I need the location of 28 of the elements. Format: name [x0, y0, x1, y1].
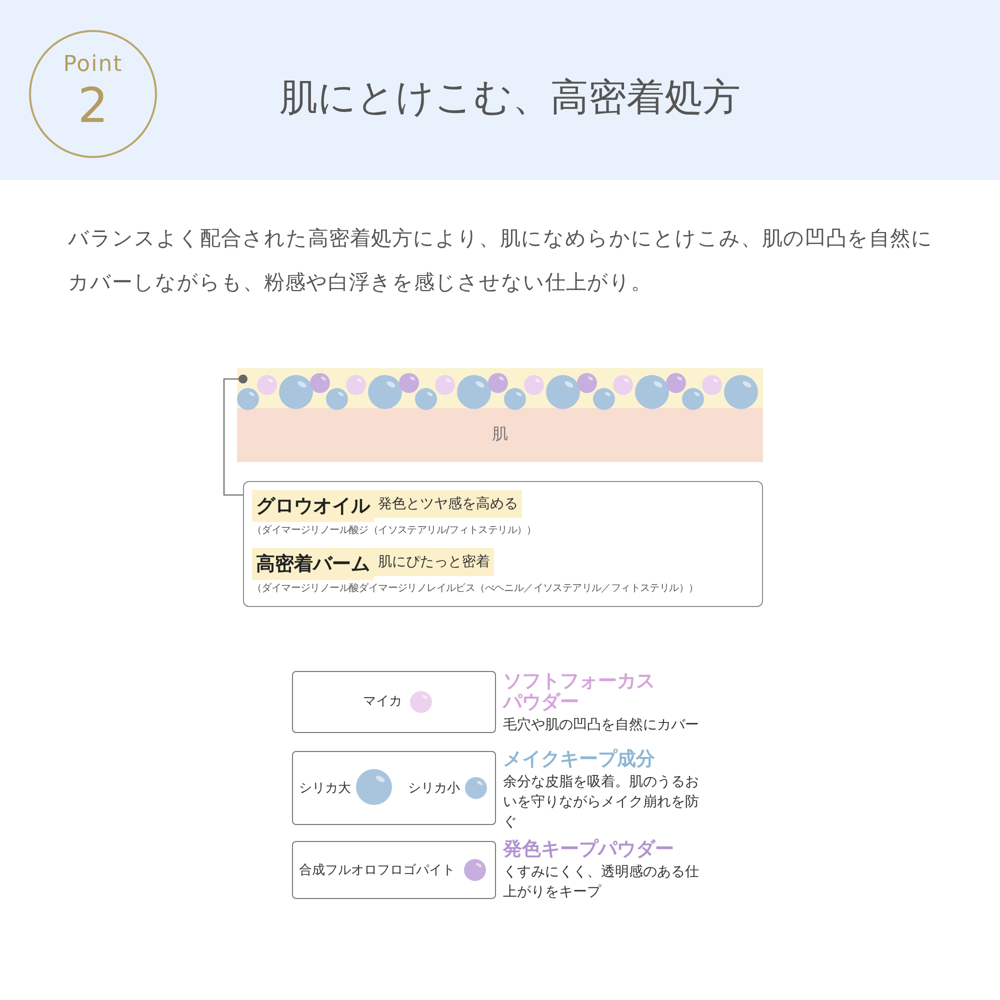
skin-layer	[237, 408, 763, 462]
skin-label: 肌	[492, 424, 508, 445]
ingredient-box	[292, 841, 496, 899]
ingredient-formula: （ダイマージリノール酸ダイマージリノレイルビス（べヘニル／イソステアリル／フィトステリル））	[252, 582, 698, 595]
ingredient-effect: 肌にぴたっと密着	[374, 548, 494, 576]
ingredient-name: 高密着バーム	[252, 548, 374, 580]
ingredient-label: シリカ小	[408, 780, 460, 797]
callout-box	[243, 481, 763, 607]
leader-line	[223, 374, 248, 496]
ingredient-effect: 発色とツヤ感を高める	[374, 490, 522, 518]
ingredient-box	[292, 671, 496, 733]
feature-heading: 発色キープパウダー	[503, 839, 675, 860]
feature-heading: メイクキープ成分	[503, 749, 656, 770]
point-number: 2	[76, 78, 110, 134]
ingredient-name: グロウオイル	[252, 490, 374, 522]
ingredient-label: 合成フルオロフロゴパイト	[299, 862, 455, 879]
point-badge	[29, 30, 157, 158]
feature-description: くすみにくく、透明感のある仕上がりをキープ	[503, 863, 700, 902]
ingredient-label: マイカ	[363, 693, 402, 710]
page-title: 肌にとけこむ、高密着処方	[278, 74, 742, 121]
feature-description: 余分な皮脂を吸着。肌のうるおいを守りながらメイク崩れを防ぐ	[503, 773, 700, 832]
feature-description: 毛穴や肌の凹凸を自然にカバー	[503, 716, 700, 735]
ingredient-formula: （ダイマージリノール酸ジ（イソステアリル/フィトステリル））	[252, 524, 536, 537]
feature-heading: ソフトフォーカスパウダー	[503, 671, 656, 713]
intro-paragraph: バランスよく配合された高密着処方により、肌になめらかにとけこみ、肌の凹凸を自然にカバーしながらも、粉感や白浮きを感じさせない仕上がり。	[68, 225, 934, 296]
point-label: Point	[62, 52, 124, 77]
ingredient-box	[292, 751, 496, 825]
ingredient-label: シリカ大	[299, 780, 351, 797]
